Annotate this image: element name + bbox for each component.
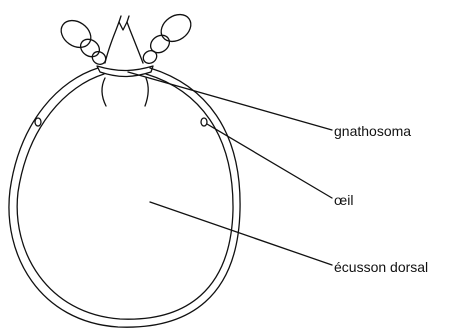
label-gnathosoma: gnathosoma <box>334 123 411 139</box>
gnathosoma-base <box>97 66 153 77</box>
left-eye-icon <box>35 118 41 126</box>
left-palp-middle <box>77 36 103 61</box>
body-outline <box>9 68 240 327</box>
leader-line-dorsal-shield <box>150 202 332 265</box>
leader-line-gnathosoma <box>128 72 332 130</box>
left-cervical-groove <box>102 78 106 106</box>
left-palp-distal <box>56 15 96 53</box>
hypostome <box>105 22 143 63</box>
right-eye-icon <box>201 118 207 126</box>
left-palp-proximal <box>90 49 108 67</box>
right-palp-distal <box>156 9 196 47</box>
right-cervical-groove <box>145 78 148 106</box>
label-dorsal-shield: écusson dorsal <box>334 259 428 275</box>
dorsal-shield-outline <box>17 74 233 319</box>
right-palp-middle <box>147 32 173 57</box>
leader-line-eye <box>207 124 332 198</box>
label-eye: œil <box>334 192 353 208</box>
hypostome-tip <box>119 16 129 22</box>
